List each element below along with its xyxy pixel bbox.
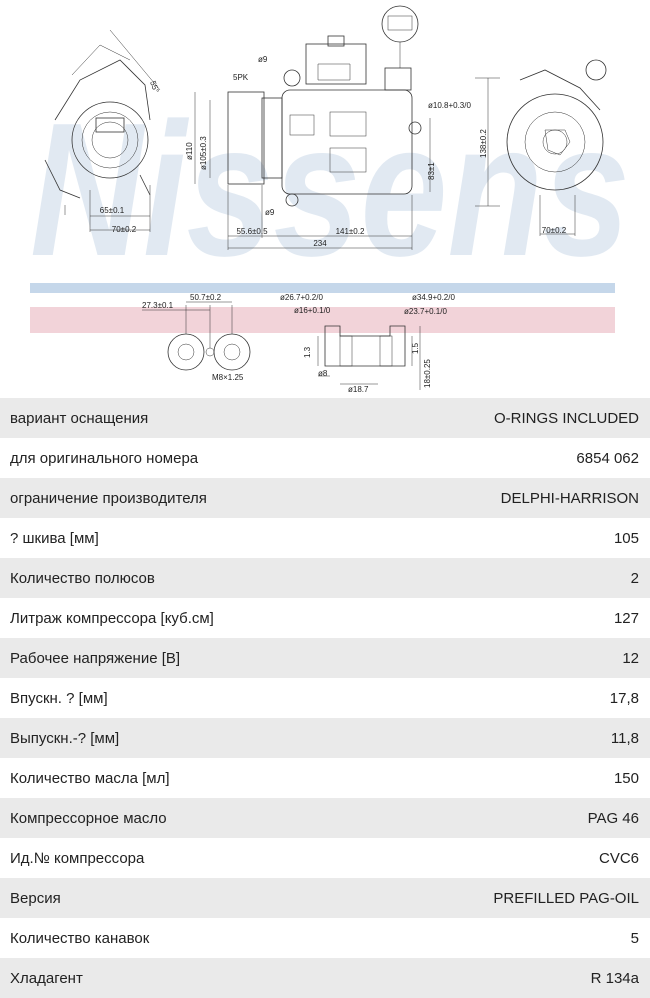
spec-row-oil-type: Компрессорное масло PAG 46 [0, 798, 650, 838]
svg-text:ø8: ø8 [318, 369, 328, 378]
port-block-view: 27.3±0.1 50.7±0.2 M8×1.25 [142, 293, 251, 382]
spec-value: PAG 46 [587, 809, 639, 827]
svg-text:1.5: 1.5 [411, 342, 420, 354]
svg-text:ø26.7+0.2/0: ø26.7+0.2/0 [280, 293, 323, 302]
spec-row-equipment: вариант оснащения O-RINGS INCLUDED [0, 398, 650, 438]
spec-row-oil-quantity: Количество масла [мл] 150 [0, 758, 650, 798]
svg-text:5PK: 5PK [233, 73, 249, 82]
spec-label: Хладагент [10, 969, 83, 987]
spec-label: Количество полюсов [10, 569, 155, 587]
spec-row-version: Версия PREFILLED PAG-OIL [0, 878, 650, 918]
spec-value: 17,8 [609, 689, 639, 707]
spec-label: Компрессорное масло [10, 809, 167, 827]
spec-value: 12 [622, 649, 639, 667]
spec-label: Количество масла [мл] [10, 769, 170, 787]
svg-text:ø34.9+0.2/0: ø34.9+0.2/0 [412, 293, 455, 302]
spec-row-refrigerant: Хладагент R 134a [0, 958, 650, 998]
compressor-front-view: 5PK ø9 ø9 ø110 ø105±0.3 ø10.8+0.3/0 83±1… [185, 5, 471, 250]
svg-text:M8×1.25: M8×1.25 [212, 373, 244, 382]
compressor-rear-view: 138±0.2 70±0.2 [475, 59, 607, 236]
svg-text:50.7±0.2: 50.7±0.2 [190, 293, 222, 302]
spec-label: Версия [10, 889, 61, 907]
port-section-view: ø26.7+0.2/0 ø16+0.1/0 ø34.9+0.2/0 ø23.7+… [280, 293, 455, 394]
spec-value: R 134a [590, 969, 639, 987]
spec-value: 127 [613, 609, 639, 627]
svg-text:55.6±0.5: 55.6±0.5 [236, 227, 268, 236]
spec-row-compressor-id: Ид.№ компрессора CVC6 [0, 838, 650, 878]
compressor-side-view: 65±0.1 70±0.2 55° [44, 29, 161, 234]
technical-drawing: Nissens 65±0.1 70±0.2 55° [0, 0, 650, 398]
spec-row-pulley-diameter: ? шкива [мм] 105 [0, 518, 650, 558]
svg-text:ø110: ø110 [185, 142, 194, 160]
svg-text:234: 234 [313, 239, 327, 248]
svg-text:ø23.7+0.1/0: ø23.7+0.1/0 [404, 307, 447, 316]
spec-label: ограничение производителя [10, 489, 207, 507]
svg-text:1.3: 1.3 [303, 346, 312, 358]
svg-text:70±0.2: 70±0.2 [112, 225, 137, 234]
specifications-table: вариант оснащения O-RINGS INCLUDED для ор… [0, 398, 650, 998]
spec-row-inlet: Впускн. ? [мм] 17,8 [0, 678, 650, 718]
svg-text:83±1: 83±1 [427, 162, 436, 180]
spec-label: для оригинального номера [10, 449, 199, 467]
spec-label: Выпускн.-? [мм] [10, 729, 120, 747]
spec-value: 2 [630, 569, 639, 587]
spec-value: 150 [613, 769, 639, 787]
spec-row-displacement: Литраж компрессора [куб.см] 127 [0, 598, 650, 638]
watermark-pink-band [30, 307, 615, 333]
spec-value: DELPHI-HARRISON [500, 489, 639, 507]
spec-label: Рабочее напряжение [В] [10, 649, 181, 667]
svg-text:18±0.25: 18±0.25 [423, 359, 432, 388]
spec-value: PREFILLED PAG-OIL [493, 889, 639, 907]
svg-text:65±0.1: 65±0.1 [100, 206, 125, 215]
spec-row-grooves: Количество канавок 5 [0, 918, 650, 958]
spec-value: 5 [630, 929, 639, 947]
spec-label: ? шкива [мм] [10, 529, 99, 547]
spec-row-outlet: Выпускн.-? [мм] 11,8 [0, 718, 650, 758]
svg-text:ø18.7: ø18.7 [348, 385, 369, 394]
spec-label: Ид.№ компрессора [10, 849, 145, 867]
spec-row-poles: Количество полюсов 2 [0, 558, 650, 598]
spec-row-voltage: Рабочее напряжение [В] 12 [0, 638, 650, 678]
svg-text:ø16+0.1/0: ø16+0.1/0 [294, 306, 331, 315]
svg-text:ø105±0.3: ø105±0.3 [199, 136, 208, 170]
svg-text:ø10.8+0.3/0: ø10.8+0.3/0 [428, 101, 471, 110]
spec-label: Впускн. ? [мм] [10, 689, 108, 707]
spec-row-oe-number: для оригинального номера 6854 062 [0, 438, 650, 478]
svg-text:ø9: ø9 [258, 55, 268, 64]
spec-value: 6854 062 [576, 449, 639, 467]
spec-value: 105 [613, 529, 639, 547]
spec-label: Количество канавок [10, 929, 150, 947]
spec-label: вариант оснащения [10, 409, 149, 427]
spec-value: O-RINGS INCLUDED [493, 409, 639, 427]
svg-text:141±0.2: 141±0.2 [336, 227, 365, 236]
svg-text:55°: 55° [148, 80, 161, 94]
svg-text:138±0.2: 138±0.2 [479, 129, 488, 158]
watermark-blue-band [30, 283, 615, 293]
svg-text:ø9: ø9 [265, 208, 275, 217]
svg-text:27.3±0.1: 27.3±0.1 [142, 301, 174, 310]
spec-row-manufacturer-restriction: ограничение производителя DELPHI-HARRISON [0, 478, 650, 518]
svg-text:70±0.2: 70±0.2 [542, 226, 567, 235]
spec-value: CVC6 [598, 849, 639, 867]
spec-value: 11,8 [610, 729, 639, 747]
spec-label: Литраж компрессора [куб.см] [10, 609, 214, 627]
